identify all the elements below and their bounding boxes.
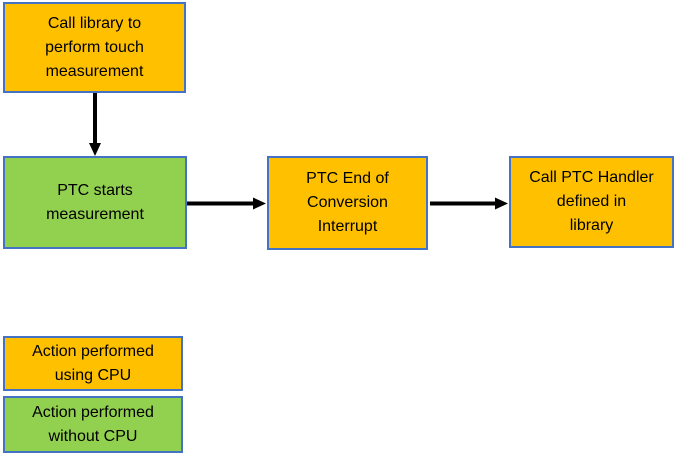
arrow-right-head-2-icon (495, 197, 508, 210)
arrow-down-connector (89, 93, 101, 156)
legend-item-cpu: Action performed using CPU (3, 336, 183, 391)
node-call-ptc-handler-label: Call PTC Handler defined in library (529, 169, 654, 234)
legend-item-without-cpu-label: Action performed without CPU (32, 403, 154, 445)
node-call-library: Call library to perform touch measuremen… (3, 2, 186, 93)
node-ptc-starts-measurement: PTC starts measurement (3, 156, 187, 249)
arrow-right-head-1-icon (253, 197, 266, 210)
arrow-right-connector-2 (430, 197, 508, 210)
node-call-ptc-handler: Call PTC Handler defined in library (509, 156, 674, 248)
arrow-right-connector-1 (187, 197, 266, 210)
node-ptc-starts-measurement-label: PTC starts measurement (46, 181, 144, 223)
node-ptc-end-of-conversion-interrupt: PTC End of Conversion Interrupt (267, 156, 428, 250)
legend-item-without-cpu: Action performed without CPU (3, 396, 183, 453)
node-call-library-label: Call library to perform touch measuremen… (45, 14, 144, 80)
node-ptc-end-of-conversion-interrupt-label: PTC End of Conversion Interrupt (306, 170, 389, 235)
legend-item-cpu-label: Action performed using CPU (32, 342, 154, 384)
arrow-down-head-icon (89, 143, 101, 156)
